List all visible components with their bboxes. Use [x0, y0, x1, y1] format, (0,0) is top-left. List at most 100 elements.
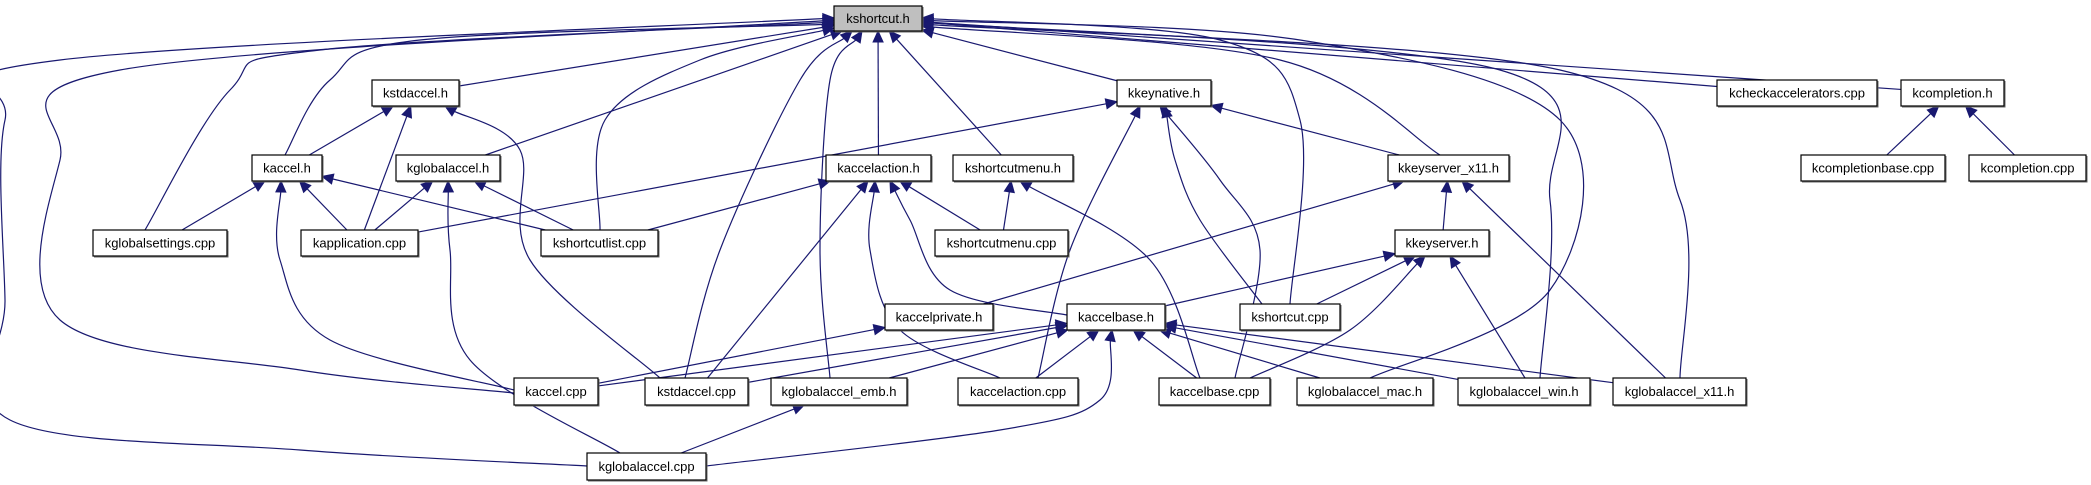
- edge-kshortcutlist_cpp-to-kshortcut_h: [595, 25, 836, 231]
- node-kshortcutmenu-cpp[interactable]: kshortcutmenu.cpp: [934, 229, 1070, 258]
- edge-kglobalaccel_h-to-kshortcut_h: [485, 29, 844, 156]
- node-box: [513, 377, 599, 406]
- node-kaccel-h[interactable]: kaccel.h: [251, 154, 324, 183]
- arrowhead-icon: [888, 30, 902, 44]
- node-box: [934, 229, 1069, 257]
- node-kglobalsettings-cpp[interactable]: kglobalsettings.cpp: [92, 229, 229, 258]
- node-kaccelbase-h[interactable]: kaccelbase.h: [1066, 303, 1167, 332]
- edge-line: [893, 188, 1068, 316]
- node-kglobalaccel-emb-h[interactable]: kglobalaccel_emb.h: [770, 377, 909, 407]
- node-shadow: [646, 379, 750, 407]
- arrowhead-icon: [1440, 179, 1453, 193]
- edge-line: [1442, 189, 1448, 231]
- node-kaccelaction-cpp[interactable]: kaccelaction.cpp: [957, 377, 1080, 407]
- node-box: [1394, 229, 1490, 257]
- edge-line: [1467, 186, 1666, 379]
- arrowhead-icon: [1209, 102, 1224, 114]
- node-box: [395, 154, 501, 182]
- arrowhead-icon: [1449, 254, 1461, 269]
- edge-line: [485, 33, 834, 156]
- node-kshortcut-h[interactable]: kshortcut.h: [833, 5, 924, 33]
- node-kstdaccel-h[interactable]: kstdaccel.h: [371, 79, 461, 108]
- edge-line: [894, 37, 1002, 156]
- node-kcompletion-cpp[interactable]: kcompletion.cpp: [1968, 154, 2088, 183]
- arrowhead-icon: [420, 180, 434, 193]
- arrowhead-icon: [275, 179, 287, 193]
- arrowhead-icon: [320, 173, 335, 185]
- edge-kglobalsettings_cpp-to-kaccel_h: [181, 180, 267, 231]
- node-shadow: [1389, 156, 1511, 183]
- edge-kaccelaction_cpp-to-kkeynative_h: [1037, 104, 1141, 379]
- nodes-layer: kshortcut.h kstdaccel.h kkeynative.h kcheck…: [92, 5, 2088, 482]
- edge-kglobalsettings_cpp-to-kshortcut_h: [144, 16, 836, 231]
- arrowhead-icon: [1129, 104, 1141, 119]
- node-label: kshortcutlist.cpp: [553, 236, 646, 251]
- arrowhead-icon: [1382, 250, 1397, 262]
- node-kaccel-cpp[interactable]: kaccel.cpp: [513, 377, 600, 407]
- edge-kaccelaction_h-to-kshortcut_h: [872, 29, 884, 156]
- node-kkeyserver-h[interactable]: kkeyserver.h: [1394, 229, 1491, 258]
- node-kshortcut-cpp[interactable]: kshortcut.cpp: [1239, 303, 1342, 332]
- node-label: kglobalaccel_mac.h: [1308, 384, 1422, 399]
- node-box: [92, 229, 228, 257]
- node-kaccelbase-cpp[interactable]: kaccelbase.cpp: [1158, 377, 1272, 407]
- node-kcompletion-h[interactable]: kcompletion.h: [1900, 79, 2006, 108]
- arrowhead-icon: [1412, 255, 1426, 269]
- node-box: [957, 377, 1079, 406]
- node-kkeyserver-x11-h[interactable]: kkeyserver_x11.h: [1387, 154, 1511, 183]
- node-shadow: [94, 231, 229, 258]
- node-label: kshortcut.cpp: [1251, 310, 1328, 325]
- node-shadow: [1970, 156, 2088, 183]
- node-kglobalaccel-h[interactable]: kglobalaccel.h: [395, 154, 502, 183]
- node-shadow: [1802, 156, 1947, 183]
- edge-line: [1035, 334, 1093, 379]
- edge-line: [819, 38, 858, 379]
- node-label: kaccelaction.h: [837, 161, 919, 176]
- edge-kglobalaccel_emb_h-to-kaccelbase_h: [889, 327, 1069, 379]
- edge-kglobalaccel_cpp-to-kaccelbase_h: [705, 328, 1116, 467]
- edge-line: [1454, 263, 1526, 379]
- edge-kshortcutmenu_h-to-kshortcut_h: [888, 30, 1002, 156]
- edge-line: [39, 20, 826, 394]
- edge-line: [597, 328, 877, 384]
- node-label: kstdaccel.h: [383, 86, 448, 101]
- edge-line: [1219, 107, 1400, 156]
- node-shadow: [1718, 81, 1879, 108]
- edge-line: [1173, 324, 1614, 384]
- edge-kglobalaccel_x11_h-to-kaccelbase_h: [1163, 319, 1614, 384]
- node-box: [1296, 377, 1434, 406]
- node-kshortcutlist-cpp[interactable]: kshortcutlist.cpp: [540, 229, 660, 258]
- node-shadow: [886, 305, 995, 332]
- node-kaccelprivate-h[interactable]: kaccelprivate.h: [884, 303, 995, 332]
- node-kaccelaction-h[interactable]: kaccelaction.h: [825, 154, 933, 183]
- node-kcheckaccelerators-cpp[interactable]: kcheckaccelerators.cpp: [1716, 79, 1879, 108]
- node-kglobalaccel-win-h[interactable]: kglobalaccel_win.h: [1457, 377, 1592, 407]
- edge-line: [0, 17, 826, 467]
- arrowhead-icon: [442, 179, 455, 193]
- node-kglobalaccel-x11-h[interactable]: kglobalaccel_x11.h: [1612, 377, 1748, 407]
- node-kglobalaccel-mac-h[interactable]: kglobalaccel_mac.h: [1296, 377, 1435, 407]
- node-label: kshortcutmenu.h: [965, 161, 1061, 176]
- node-kglobalaccel-cpp[interactable]: kglobalaccel.cpp: [586, 452, 708, 482]
- edge-line: [452, 110, 661, 379]
- edge-line: [447, 189, 621, 454]
- node-kstdaccel-cpp[interactable]: kstdaccel.cpp: [644, 377, 750, 407]
- arrowhead-icon: [872, 29, 884, 43]
- node-label: kglobalaccel_emb.h: [782, 384, 897, 399]
- edge-kcompletion_cpp-to-kcompletion_h: [1964, 105, 2015, 156]
- node-kshortcutmenu-h[interactable]: kshortcutmenu.h: [952, 154, 1075, 183]
- edge-kaccel_cpp-to-kaccelprivate_h: [597, 324, 887, 384]
- edge-line: [1971, 111, 2015, 156]
- node-shadow: [1160, 379, 1272, 407]
- node-kapplication-cpp[interactable]: kapplication.cpp: [300, 229, 420, 258]
- node-kkeynative-h[interactable]: kkeynative.h: [1116, 79, 1213, 108]
- edge-kapplication_cpp-to-kstdaccel_h: [363, 104, 413, 231]
- node-shadow: [1459, 379, 1592, 407]
- edge-kglobalaccel_x11_h-to-kshortcut_h: [920, 19, 1690, 379]
- node-label: kglobalaccel.h: [407, 161, 489, 176]
- edge-line: [680, 407, 797, 454]
- node-kcompletionbase-cpp[interactable]: kcompletionbase.cpp: [1800, 154, 1947, 183]
- node-shadow: [253, 156, 324, 183]
- edge-line: [374, 186, 427, 231]
